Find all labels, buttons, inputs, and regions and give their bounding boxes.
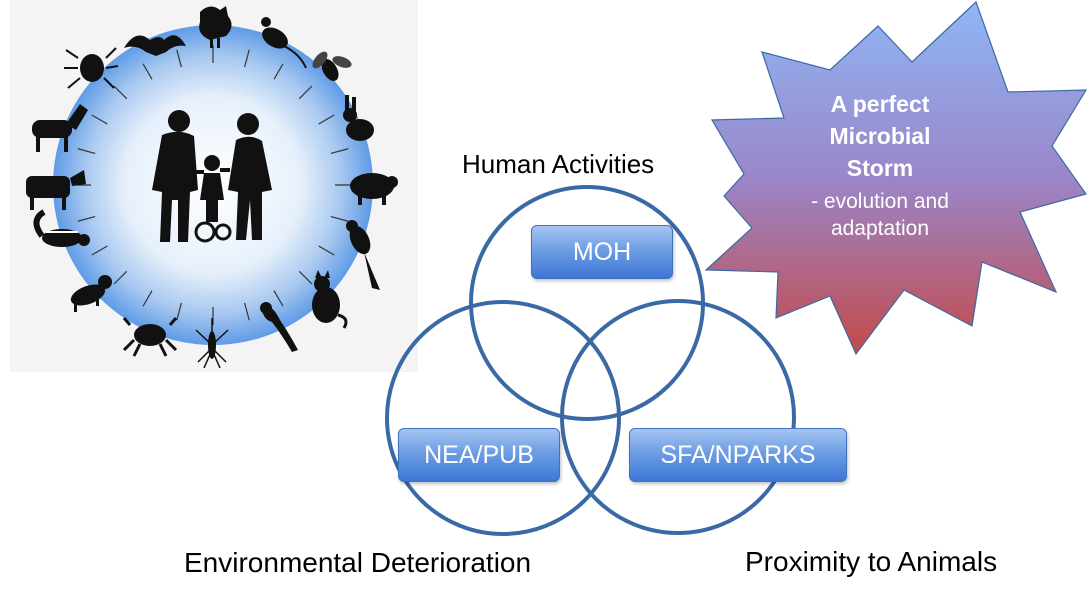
human-activities-label: Human Activities <box>462 149 655 179</box>
ray-line <box>330 215 349 222</box>
mosquito-icon <box>195 318 229 369</box>
microbial-storm-title: A perfect Microbial Storm <box>829 91 931 181</box>
bat-icon <box>124 35 186 56</box>
lizard-icon <box>260 302 298 352</box>
crab-icon <box>122 317 178 357</box>
ray-line <box>298 85 313 100</box>
microbial-storm-text: A perfect Microbial Storm - evolution an… <box>780 88 980 242</box>
ray-line <box>113 270 128 285</box>
proximity-to-animals-circle <box>560 299 796 535</box>
dog-icon <box>70 275 112 312</box>
nea-pub-box: NEA/PUB <box>398 428 560 482</box>
ray-line <box>142 63 153 80</box>
ray-line <box>330 148 349 155</box>
proximity-to-animals-label: Proximity to Animals <box>745 546 998 577</box>
ray-line <box>142 290 153 307</box>
rat-icon <box>261 17 307 69</box>
ray-line <box>77 148 96 155</box>
rooster-icon <box>199 6 232 48</box>
pig-icon <box>350 173 398 205</box>
microbial-storm-star <box>704 0 1088 356</box>
environmental-deterioration-circle <box>385 300 621 536</box>
ray-line <box>273 290 284 307</box>
cow-icon <box>26 170 86 210</box>
microbial-storm-subtitle: - evolution and adaptation <box>811 190 949 240</box>
ray-line <box>273 63 284 80</box>
skunk-icon <box>33 209 90 247</box>
ray-line <box>91 245 108 256</box>
ray-line <box>113 85 128 100</box>
ray-line <box>298 270 313 285</box>
rabbit-icon <box>343 95 374 141</box>
ray-line <box>77 215 96 222</box>
family-silhouette-icon <box>152 110 272 243</box>
ray-line <box>318 245 335 256</box>
horse-icon <box>32 104 88 152</box>
ray-line <box>91 114 108 125</box>
venn-diagram <box>385 185 796 536</box>
ray-line <box>318 114 335 125</box>
ray-line <box>243 302 250 321</box>
fly-icon <box>312 51 352 81</box>
parrot-icon <box>346 220 380 290</box>
tick-icon <box>64 47 119 89</box>
sfa-nparks-box: SFA/NPARKS <box>629 428 847 482</box>
moh-box: MOH <box>531 225 673 279</box>
ray-line <box>176 302 183 321</box>
cat-icon <box>312 270 348 329</box>
zoonosis-illustration <box>10 0 418 372</box>
ray-line <box>243 49 250 68</box>
environmental-deterioration-label: Environmental Deterioration <box>184 547 532 578</box>
ray-line <box>176 49 183 68</box>
